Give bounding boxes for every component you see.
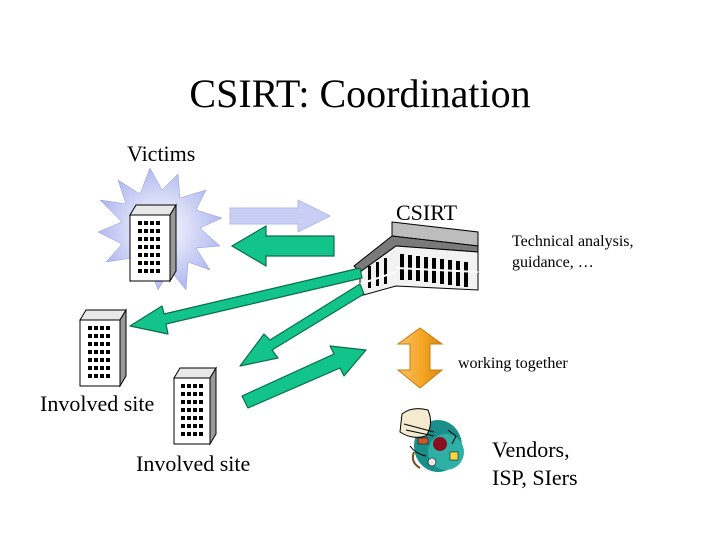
csirt-headquarters-icon bbox=[353, 221, 479, 297]
coordination-arrow-left-site bbox=[129, 267, 363, 335]
technical-analysis-label: Technical analysis, guidance, … bbox=[512, 232, 634, 274]
vendors-collage-icon bbox=[399, 408, 464, 472]
office-building-icon bbox=[129, 203, 177, 283]
technical-analysis-line-1: Technical analysis, bbox=[512, 233, 634, 250]
working-together-label: working together bbox=[458, 355, 568, 372]
vendors-line-2: ISP, SIers bbox=[492, 464, 578, 490]
vendors-label: Vendors, ISP, SIers bbox=[492, 436, 578, 491]
coordination-arrow-to-csirt bbox=[241, 345, 367, 409]
report-arrow bbox=[229, 199, 332, 233]
response-arrow-victims bbox=[230, 224, 335, 268]
office-building-icon bbox=[173, 366, 217, 446]
coordination-arrow-bottom-site bbox=[239, 283, 365, 367]
working-together-arrow bbox=[396, 327, 444, 389]
csirt-label: CSIRT bbox=[396, 200, 458, 225]
involved-site-label-bottom: Involved site bbox=[136, 451, 251, 476]
involved-site-label-left: Involved site bbox=[40, 391, 155, 416]
office-building-icon bbox=[79, 308, 127, 388]
victims-label: Victims bbox=[127, 141, 196, 166]
technical-analysis-line-2: guidance, … bbox=[512, 253, 594, 271]
vendors-line-1: Vendors, bbox=[492, 437, 570, 462]
page-title: CSIRT: Coordination bbox=[189, 71, 531, 116]
